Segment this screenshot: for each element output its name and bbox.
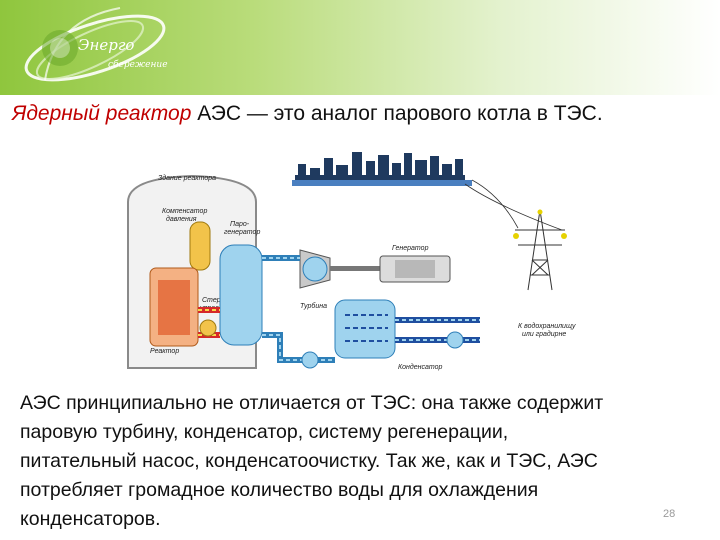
pressurizer-shape <box>189 221 211 271</box>
logo-text: Энерго <box>78 36 135 54</box>
logo-subtext: сбережение <box>108 60 168 70</box>
body-line: потребляет громадное количество воды для… <box>20 479 539 501</box>
label-rods-1: Стержни <box>202 297 233 304</box>
label-building: Здание реактора <box>158 174 216 182</box>
city-skyline-icon <box>292 152 472 186</box>
label-condenser: Конденсатор <box>398 363 443 371</box>
body-line: АЭС принципиально не отличается от ТЭС: … <box>20 392 604 414</box>
cooling-pump-icon <box>446 331 464 349</box>
header-banner <box>0 0 720 95</box>
primary-pump-icon <box>199 319 217 337</box>
condenser-tubes <box>345 314 388 342</box>
body-paragraph: АЭС принципиально не отличается от ТЭС: … <box>20 389 720 534</box>
label-steamgen-1: Паро- <box>230 221 250 228</box>
sparks-icon <box>513 209 567 239</box>
shaft-shape <box>330 266 380 271</box>
label-turbine: Турбина <box>300 302 327 310</box>
npp-diagram: Здание реактора Компенсатор давления Реа… <box>127 152 576 371</box>
label-generator: Генератор <box>392 245 429 252</box>
title-rest: АЭС — это аналог парового котла в ТЭС. <box>191 102 603 125</box>
label-water-2: или градирне <box>522 330 566 338</box>
label-reactor: Реактор <box>150 348 179 355</box>
body-line: питательный насос, конденсатоочистку. Та… <box>20 450 598 472</box>
slide-title: Ядерный реактор АЭС — это аналог паровог… <box>12 98 717 129</box>
label-water-1: К водохранилищу <box>518 322 576 330</box>
label-steamgen-2: генератор <box>224 229 260 236</box>
feed-pump-icon <box>301 351 319 369</box>
body-line: паровую турбину, конденсатор, систему ре… <box>20 421 509 443</box>
cooling-water-pipe <box>395 317 480 343</box>
reactor-core-shape <box>158 280 190 335</box>
logo: Энерго сбережение <box>0 0 200 95</box>
body-line: конденсаторов. <box>20 508 161 530</box>
slide-number: 28 <box>663 508 676 520</box>
feedwater-pipe <box>262 332 335 363</box>
title-accent: Ядерный реактор <box>12 102 192 125</box>
label-pressurizer-2: давления <box>166 215 197 223</box>
label-pressurizer-1: Компенсатор <box>162 208 207 215</box>
steam-generator-shape <box>219 244 263 346</box>
logo-swoosh-icon <box>24 7 166 82</box>
